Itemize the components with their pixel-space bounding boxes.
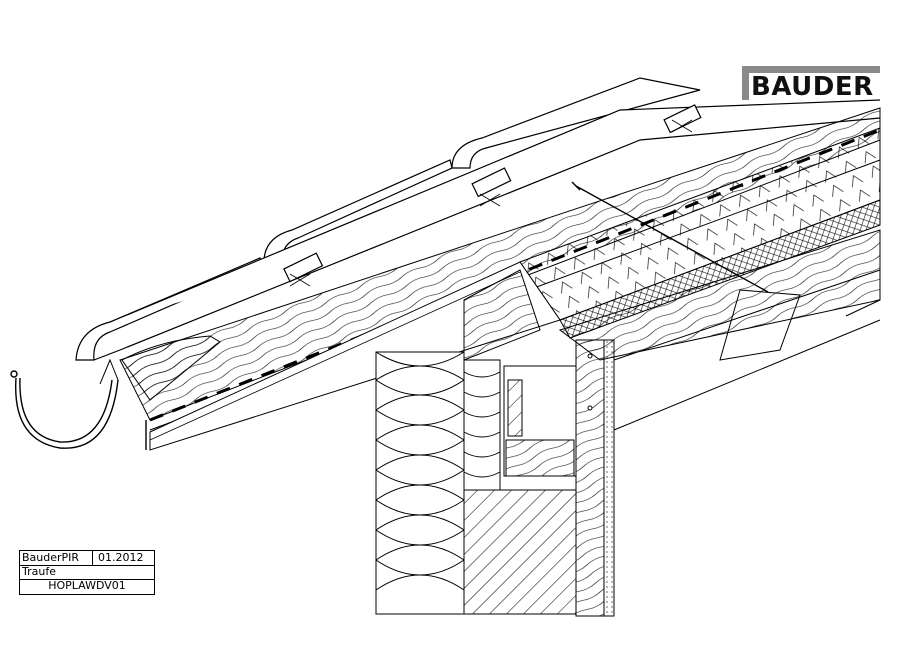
detail-name: Traufe <box>22 565 56 578</box>
title-block-divider <box>92 551 93 565</box>
gutter-icon <box>10 358 147 450</box>
drawing-code: HOPLAWDV01 <box>48 579 126 592</box>
logo-accent-side <box>742 66 749 100</box>
drawing-date: 01.2012 <box>98 551 144 564</box>
wall-insulation <box>375 351 501 615</box>
fastening-screw <box>571 181 769 293</box>
cladding-board <box>575 339 615 617</box>
title-block-row: HOPLAWDV01 <box>20 579 154 593</box>
masonry-wall <box>463 269 577 615</box>
bauder-logo: BAUDER <box>742 66 880 102</box>
logo-accent-bar <box>742 66 880 73</box>
title-block: BauderPIR 01.2012 Traufe HOPLAWDV01 <box>19 550 155 595</box>
pir-insulation <box>149 127 881 451</box>
logo-text: BAUDER <box>751 72 874 102</box>
timber-beam <box>503 365 577 477</box>
project-name: BauderPIR <box>22 551 80 564</box>
soffit-outline <box>613 269 881 431</box>
title-block-row: Traufe <box>20 565 154 580</box>
title-block-row: BauderPIR 01.2012 <box>20 551 154 566</box>
